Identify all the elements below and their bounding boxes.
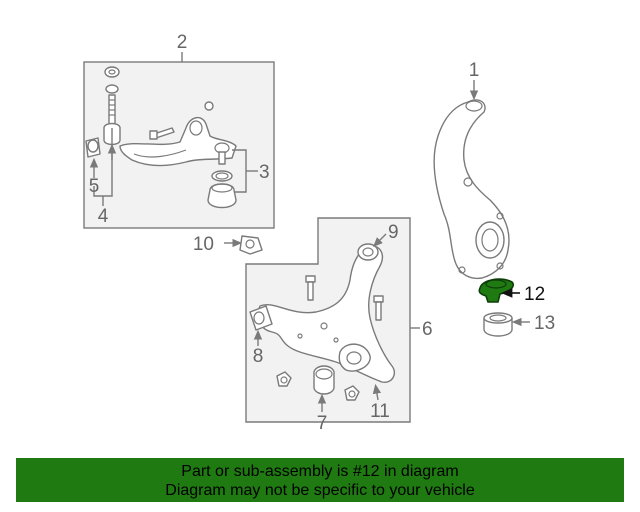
upper-arm-shape: [119, 117, 237, 167]
callout-7: 7: [317, 413, 328, 434]
info-banner: Part or sub-assembly is #12 in diagram D…: [16, 458, 624, 502]
callout-9: 9: [388, 222, 399, 243]
lower-arm-group: [245, 217, 420, 423]
steering-knuckle-group: [433, 80, 510, 280]
ball-joint-shape: [478, 278, 515, 303]
banner-line-1: Part or sub-assembly is #12 in diagram: [181, 463, 459, 480]
upper-arm-group: [83, 52, 275, 229]
banner-line-2: Diagram may not be specific to your vehi…: [165, 482, 475, 499]
callout-12: 12: [524, 284, 545, 305]
nut-shape: [104, 66, 120, 78]
callout-3: 3: [259, 162, 270, 183]
callout-10: 10: [193, 234, 214, 255]
callout-4: 4: [98, 206, 109, 227]
callout-1: 1: [469, 60, 480, 81]
ball-joint-12-highlight: [478, 278, 520, 303]
bushing-10-group: [224, 235, 263, 255]
callout-6: 6: [422, 319, 433, 340]
callout-8: 8: [253, 346, 264, 367]
callout-5: 5: [89, 176, 100, 197]
dust-boot-13-group: [483, 312, 530, 337]
callout-2: 2: [177, 32, 188, 53]
callout-11: 11: [370, 401, 390, 422]
callout-13: 13: [534, 313, 555, 334]
